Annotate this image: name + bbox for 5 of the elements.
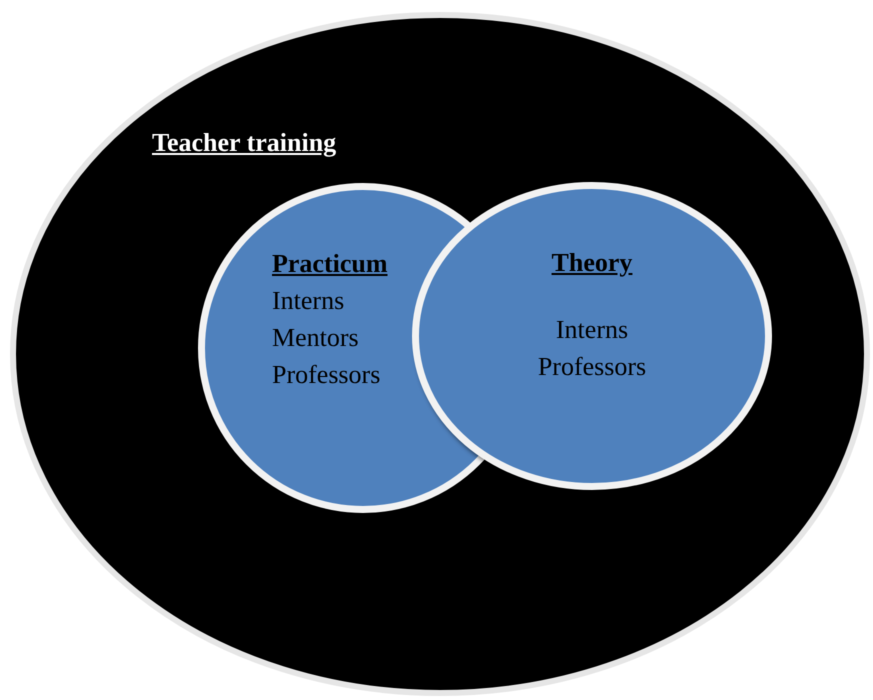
member-list: Interns Mentors Professors <box>272 282 380 393</box>
member-list: Interns Professors <box>538 311 646 385</box>
heading: Practicum <box>272 248 388 280</box>
heading: Theory <box>552 247 632 279</box>
heading: Teacher training <box>152 127 336 159</box>
